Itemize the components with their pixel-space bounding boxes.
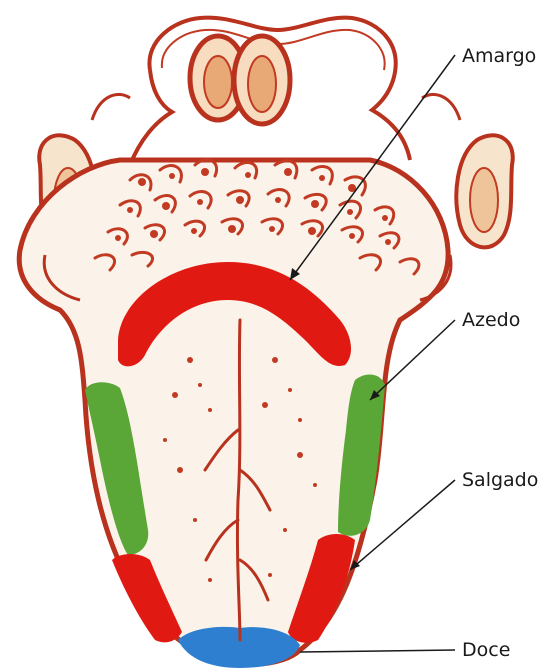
vallecula-ovals xyxy=(190,36,290,124)
label-amargo: Amargo xyxy=(462,47,536,66)
label-salgado: Salgado xyxy=(462,471,538,490)
leader-doce xyxy=(300,650,455,652)
label-azedo: Azedo xyxy=(462,311,520,330)
tongue-body xyxy=(19,160,451,665)
label-doce: Doce xyxy=(462,641,510,660)
